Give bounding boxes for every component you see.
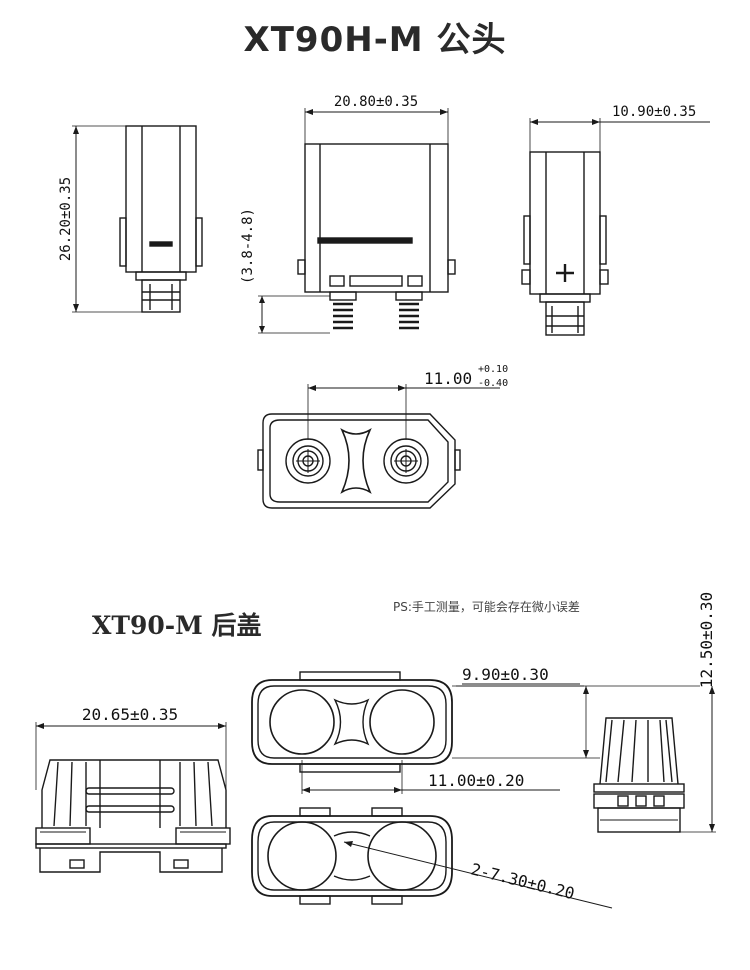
- dim-pin-pitch: 11.00: [424, 369, 472, 388]
- side-view-right: [521, 118, 710, 336]
- cover-top-view-lower: [251, 807, 613, 909]
- page-title: XT90H-M 公头: [243, 20, 507, 60]
- dim-front-width: 20.80±0.35: [334, 94, 418, 110]
- dim-cover-width: 20.65±0.35: [82, 705, 178, 724]
- dim-cover-depth: 9.90±0.30: [462, 665, 549, 684]
- cover-side-view: [593, 686, 716, 833]
- measurement-note: PS:手工测量，可能会存在微小误差: [393, 600, 580, 614]
- dim-pin-length: (3.8-4.8): [240, 208, 256, 284]
- dim-side-height: 26.20±0.35: [58, 177, 74, 261]
- section-title: XT90-M 后盖: [92, 611, 262, 640]
- front-view: [258, 108, 456, 334]
- dim-cover-pitch: 11.00±0.20: [428, 771, 524, 790]
- dim-cover-hole: 2-7.30±0.20: [469, 859, 576, 903]
- dim-side-width: 10.90±0.35: [612, 104, 696, 120]
- cover-top-view-upper: [251, 671, 700, 794]
- dim-cover-height: 12.50±0.30: [697, 592, 716, 688]
- cover-front-view: [35, 722, 231, 873]
- dim-pin-pitch-tol-minus: -0.40: [478, 378, 508, 389]
- side-view-left: [72, 125, 203, 313]
- bottom-view: [257, 384, 500, 509]
- dim-pin-pitch-tol-plus: +0.10: [478, 364, 508, 375]
